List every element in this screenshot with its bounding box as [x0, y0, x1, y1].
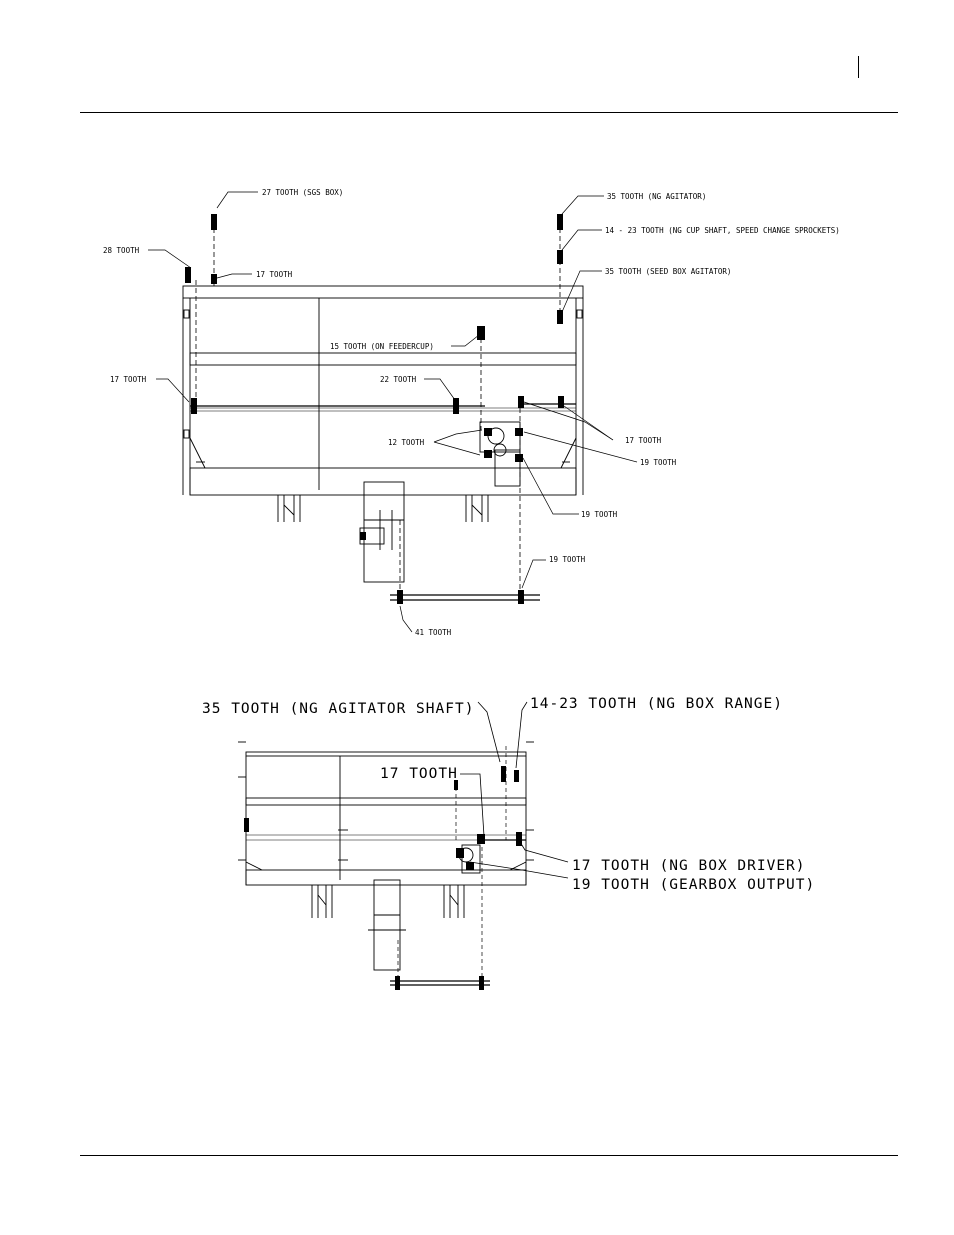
- label-17-tooth-center: 17 TOOTH: [380, 766, 458, 782]
- label-35-tooth-ng-agitator-shaft: 35 TOOTH (NG AGITATOR SHAFT): [202, 701, 474, 717]
- label-12-tooth: 12 TOOTH: [388, 438, 425, 447]
- header-rule: [80, 112, 898, 113]
- label-14-23-tooth: 14 - 23 TOOTH (NG CUP SHAFT, SPEED CHANG…: [605, 226, 840, 235]
- label-17-tooth-right: 17 TOOTH: [625, 436, 662, 445]
- label-27-tooth: 27 TOOTH (SGS BOX): [262, 188, 343, 197]
- top-sprocket-diagram: 27 TOOTH (SGS BOX) 35 TOOTH (NG AGITATOR…: [103, 188, 840, 637]
- label-15-tooth: 15 TOOTH (ON FEEDERCUP): [330, 342, 434, 351]
- label-22-tooth: 22 TOOTH: [380, 375, 417, 384]
- header-tick: [858, 56, 859, 78]
- label-41-tooth: 41 TOOTH: [415, 628, 452, 637]
- label-14-23-tooth-ng-box-range: 14-23 TOOTH (NG BOX RANGE): [530, 696, 783, 712]
- bottom-sprocket-diagram: 35 TOOTH (NG AGITATOR SHAFT) 14-23 TOOTH…: [202, 696, 815, 990]
- label-35-tooth-seed-box: 35 TOOTH (SEED BOX AGITATOR): [605, 267, 731, 276]
- footer-rule: [80, 1155, 898, 1156]
- label-17-tooth-left: 17 TOOTH: [110, 375, 147, 384]
- label-35-tooth-ng-agitator: 35 TOOTH (NG AGITATOR): [607, 192, 706, 201]
- label-17-tooth-ng-box-driver: 17 TOOTH (NG BOX DRIVER): [572, 858, 806, 874]
- label-28-tooth: 28 TOOTH: [103, 246, 140, 255]
- label-17-tooth-top: 17 TOOTH: [256, 270, 293, 279]
- label-19-tooth-c: 19 TOOTH: [549, 555, 586, 564]
- label-19-tooth-b: 19 TOOTH: [581, 510, 618, 519]
- label-19-tooth-a: 19 TOOTH: [640, 458, 677, 467]
- label-19-tooth-gearbox-output: 19 TOOTH (GEARBOX OUTPUT): [572, 877, 815, 893]
